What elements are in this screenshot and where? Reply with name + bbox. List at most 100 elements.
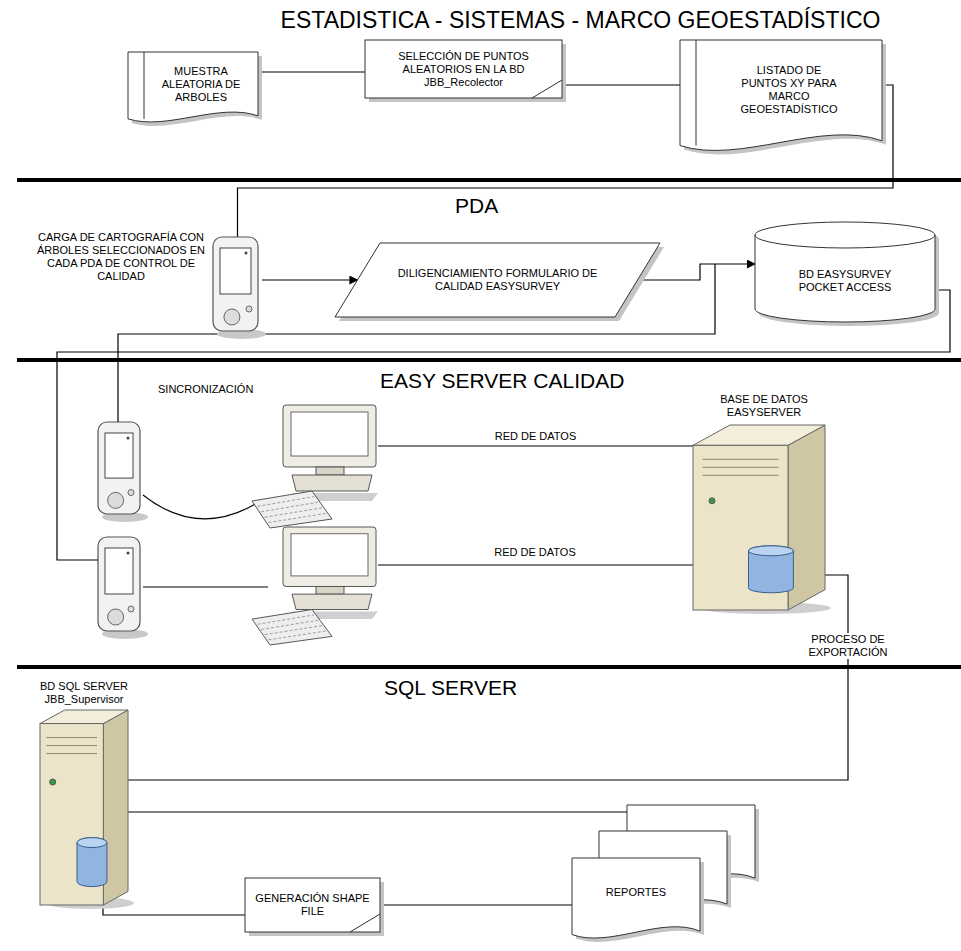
node-text: LISTADO DE PUNTOS XY PARA MARCO GEOESTAD… [734,64,844,116]
text-holder: MUESTRA ALEATORIA DE ARBOLES [148,57,254,111]
server-slot [703,459,779,460]
pda-body [213,237,258,331]
server-slot [703,467,779,468]
cpu-case [292,475,372,491]
node-text: BD EASYSURVEY POCKET ACCESS [790,268,900,294]
pda-screen [105,548,133,594]
monitor-frame [283,405,376,467]
pda-button [246,306,252,312]
node-text: DILIGENCIAMIENTO FORMULARIO DE CALIDAD E… [385,267,610,293]
corner-mark [350,914,380,932]
pda-dot [245,252,248,255]
document-shape [680,40,882,150]
pda-device [98,422,148,522]
node-text: SINCRONIZACIÓN [158,383,288,396]
node-outline [40,710,128,905]
pda-dot [127,552,130,555]
section-label: SQL SERVER [384,676,517,700]
process-box [365,40,562,98]
server-slot [46,753,97,754]
computer-node: SINCRONIZACIÓN [252,405,378,528]
process-box: MUESTRA ALEATORIA DE ARBOLES [128,52,258,128]
document-shape [128,52,258,122]
database-cylinder [755,222,935,322]
server-slot [46,737,97,738]
document-margin [696,40,697,146]
process-box: SELECCIÓN DE PUNTOS ALEATORIOS EN LA BD … [365,40,562,98]
keyboard-keys [261,620,318,629]
server-slot [46,745,97,746]
server-top [40,710,128,724]
text-holder: BD SQL SERVER JBB_Supervisor [28,680,140,706]
pda-node: CARGA DE CARTOGRAFÍA CON ÁRBOLES SELECCI… [213,237,262,337]
database-cylinder [748,546,793,593]
database-cylinder-top [748,546,793,556]
text-holder: BASE DE DATOS EASYSERVER [709,393,819,419]
monitor-frame [283,527,376,586]
connector [258,71,365,72]
process-box: DILIGENCIAMIENTO FORMULARIO DE CALIDAD E… [335,243,660,317]
node-text: MUESTRA ALEATORIA DE ARBOLES [148,65,254,104]
diagram-title: ESTADISTICA - SISTEMAS - MARCO GEOESTADÍ… [200,6,961,34]
pda-button [224,309,240,325]
text-holder: BD EASYSURVEY POCKET ACCESS [765,248,925,314]
pda-dot [127,437,130,440]
connector [562,84,680,85]
desktop-computer [252,527,378,645]
text-holder: CARGA DE CARTOGRAFÍA CON ÁRBOLES SELECCI… [33,231,209,283]
connector [128,811,627,812]
connector-label: RED DE DATOS [492,430,580,443]
server-led [709,498,715,504]
node-text: REPORTES [606,886,666,899]
data-wire [378,564,693,565]
section-label: PDA [455,194,498,218]
text-holder: LISTADO DE PUNTOS XY PARA MARCO GEOESTAD… [704,48,874,132]
monitor-screen [291,412,368,456]
monitor-stand [316,586,344,594]
text-holder: GENERACIÓN SHAPE FILE [251,882,374,928]
pda-button [108,492,124,508]
node-text: CARGA DE CARTOGRAFÍA CON ÁRBOLES SELECCI… [33,231,209,283]
section-label: EASY SERVER CALIDAD [380,369,624,393]
keyboard [252,491,332,528]
document-shape [572,858,700,938]
text-holder: DILIGENCIAMIENTO FORMULARIO DE CALIDAD E… [385,249,610,311]
connector [380,904,572,905]
document-margin [144,52,145,119]
section-separator [17,178,961,182]
node-text: GENERACIÓN SHAPE FILE [251,892,374,918]
database-cylinder-top [77,838,107,848]
node-text: BD SQL SERVER JBB_Supervisor [28,680,140,706]
connector [262,279,358,280]
section-separator [17,665,961,669]
database-cylinder [77,838,107,887]
pda-body [98,422,140,514]
monitor-screen [291,534,368,576]
server-node: BD SQL SERVER JBB_Supervisor [40,710,128,905]
keyboard [252,610,332,645]
process-box: GENERACIÓN SHAPE FILE [245,878,380,932]
node-outline [572,805,755,945]
server-top [693,425,825,445]
server-slot [703,475,779,476]
text-holder: REPORTES [576,861,696,923]
process-box [245,878,380,932]
pda-button [128,490,134,496]
corner-mark [532,80,562,98]
process-box: LISTADO DE PUNTOS XY PARA MARCO GEOESTAD… [680,40,882,160]
database-cylinder-top [755,235,935,248]
connector-label: RED DE DATOS [491,546,579,559]
connector [378,445,693,446]
node-outline [128,52,258,128]
keyboard-keys [258,497,314,507]
text-holder: SINCRONIZACIÓN [158,383,288,396]
monitor-stand [316,467,344,475]
connector [638,264,756,280]
cpu-case [292,594,372,609]
sync-cable [143,495,262,519]
pda-screen [105,433,133,478]
server-led [50,779,56,785]
node-outline [213,237,262,337]
node-text: BASE DE DATOS EASYSERVER [709,393,819,419]
